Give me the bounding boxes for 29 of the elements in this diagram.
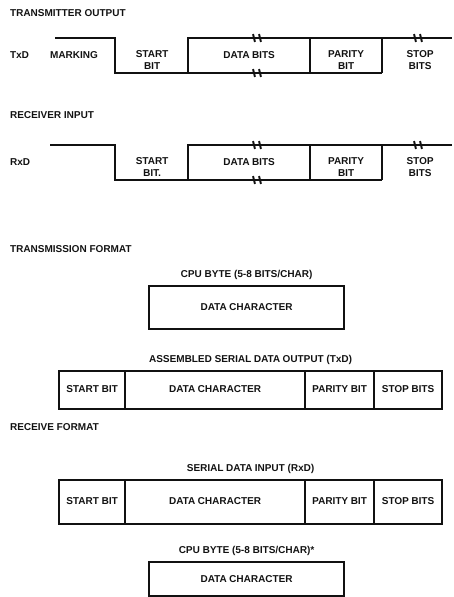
bit-label: START BIT. — [134, 156, 170, 180]
bit-label: PARITY BIT — [327, 156, 365, 180]
field-cell: DATA CHARACTER — [126, 372, 306, 408]
format-heading: SERIAL DATA INPUT (RxD) — [186, 462, 316, 476]
bit-label: STOP BITS — [405, 156, 435, 180]
section-heading: TRANSMITTER OUTPUT — [10, 8, 126, 20]
field-cell: START BIT — [60, 372, 126, 408]
field-label: DATA CHARACTER — [200, 574, 293, 584]
format-heading: ASSEMBLED SERIAL DATA OUTPUT (TxD) — [148, 353, 353, 367]
bit-label: DATA BITS — [222, 157, 276, 169]
field-cell: PARITY BIT — [306, 481, 375, 523]
format-heading: CPU BYTE (5-8 BITS/CHAR)* — [178, 544, 316, 558]
bit-label: PARITY BIT — [327, 49, 365, 73]
section-heading: TRANSMISSION FORMAT — [10, 244, 132, 256]
field-cell: DATA CHARACTER — [126, 481, 306, 523]
field-cell: START BIT — [60, 481, 126, 523]
field-cell: STOP BITS — [375, 481, 441, 523]
field-cell: PARITY BIT — [306, 372, 375, 408]
bit-label: START BIT — [134, 49, 170, 73]
section-heading: RECEIVE FORMAT — [10, 422, 99, 434]
signal-name: RxD — [10, 157, 30, 169]
bit-label: STOP BITS — [405, 49, 435, 73]
field-cell: STOP BITS — [375, 372, 441, 408]
bit-label: DATA BITS — [222, 50, 276, 62]
format-heading: CPU BYTE (5-8 BITS/CHAR) — [180, 268, 314, 282]
section-heading: RECEIVER INPUT — [10, 110, 94, 122]
state-label: MARKING — [50, 50, 98, 62]
field-label: DATA CHARACTER — [200, 302, 293, 313]
signal-name: TxD — [10, 50, 29, 62]
